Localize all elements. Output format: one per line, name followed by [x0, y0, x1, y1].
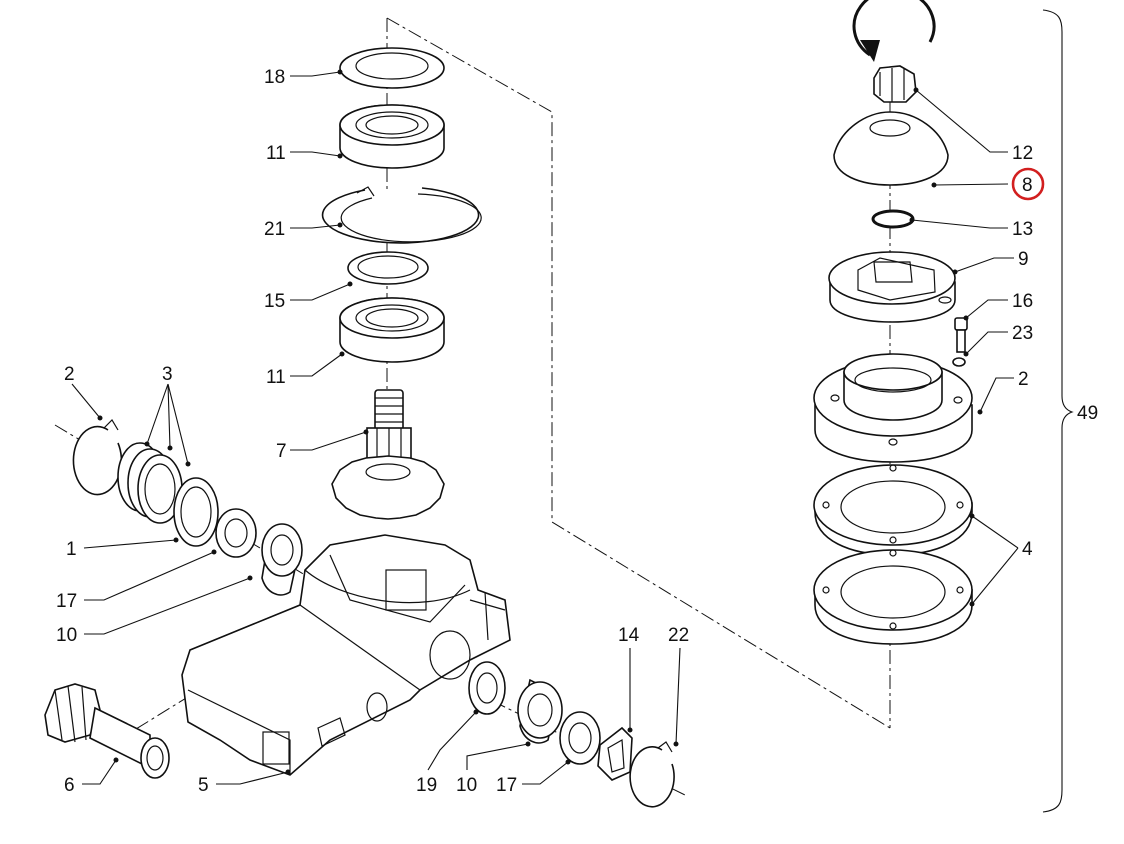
part-19-seal[interactable] — [468, 661, 506, 715]
callout-15[interactable]: 15 — [264, 291, 285, 312]
rotation-arrow-icon — [852, 0, 936, 62]
callout-2-right[interactable]: 2 — [1018, 369, 1029, 390]
part-10-bottom-bearing[interactable] — [517, 678, 563, 744]
callout-11-upper[interactable]: 11 — [266, 143, 286, 164]
callout-9[interactable]: 9 — [1018, 249, 1029, 270]
part-8-cover-plate[interactable] — [833, 111, 949, 186]
part-7-splined-shaft-gear[interactable] — [331, 389, 445, 520]
part-22-circlip[interactable] — [629, 741, 675, 808]
callout-12[interactable]: 12 — [1012, 143, 1033, 164]
callout-4[interactable]: 4 — [1022, 539, 1033, 560]
part-2-left-circlip[interactable] — [72, 419, 123, 496]
callout-10-left[interactable]: 10 — [56, 625, 77, 646]
part-6-pinion-shaft[interactable] — [44, 683, 170, 779]
part-23-washer[interactable] — [952, 357, 966, 367]
callout-16[interactable]: 16 — [1012, 291, 1033, 312]
callout-8[interactable]: 8 — [1022, 175, 1033, 196]
callout-10-bottom[interactable]: 10 — [456, 775, 477, 796]
assembly-bracket-49 — [1042, 9, 1074, 813]
callout-11-lower[interactable]: 11 — [266, 367, 286, 388]
part-3-shim-set[interactable] — [117, 442, 183, 524]
callout-18[interactable]: 18 — [264, 67, 285, 88]
part-21-circlip[interactable] — [321, 186, 482, 244]
callout-5[interactable]: 5 — [198, 775, 209, 796]
callout-6[interactable]: 6 — [64, 775, 75, 796]
part-10-left-bearing[interactable] — [261, 523, 303, 596]
part-17-left-seal[interactable] — [215, 508, 257, 558]
callout-22[interactable]: 22 — [668, 625, 689, 646]
callout-13[interactable]: 13 — [1012, 219, 1033, 240]
part-18-seal-ring[interactable] — [339, 47, 445, 89]
callout-21[interactable]: 21 — [264, 219, 285, 240]
part-14-key[interactable] — [597, 726, 633, 781]
callout-49[interactable]: 49 — [1077, 403, 1098, 424]
callout-labels: 18 11 21 15 11 7 2 3 1 17 10 6 5 19 10 1… — [56, 67, 1098, 796]
part-16-bolt[interactable] — [954, 317, 968, 353]
callout-1[interactable]: 1 — [66, 539, 77, 560]
part-2-bearing-housing[interactable] — [813, 353, 973, 463]
part-11-lower-bearing[interactable] — [339, 297, 445, 363]
highlight-circle-part-8 — [1011, 167, 1045, 201]
part-4-upper-gasket[interactable] — [813, 464, 973, 556]
part-17-bottom-seal[interactable] — [559, 711, 601, 765]
part-12-castle-nut[interactable] — [873, 65, 917, 103]
part-13-o-ring[interactable] — [871, 209, 915, 229]
part-11-upper-bearing[interactable] — [339, 104, 445, 169]
callout-17-bottom[interactable]: 17 — [496, 775, 517, 796]
leader-lines — [71, 69, 1019, 785]
part-9-hub-flange[interactable] — [828, 251, 956, 323]
callout-2-left[interactable]: 2 — [64, 364, 75, 385]
callout-3[interactable]: 3 — [162, 364, 173, 385]
callout-7[interactable]: 7 — [276, 441, 287, 462]
part-15-spacer-ring[interactable] — [347, 251, 429, 285]
callout-23[interactable]: 23 — [1012, 323, 1033, 344]
callout-17-left[interactable]: 17 — [56, 591, 77, 612]
part-1-seal[interactable] — [173, 477, 219, 547]
callout-19[interactable]: 19 — [416, 775, 437, 796]
part-5-gearbox-housing[interactable] — [181, 534, 511, 776]
part-4-lower-gasket[interactable] — [813, 549, 973, 645]
callout-14[interactable]: 14 — [618, 625, 640, 646]
